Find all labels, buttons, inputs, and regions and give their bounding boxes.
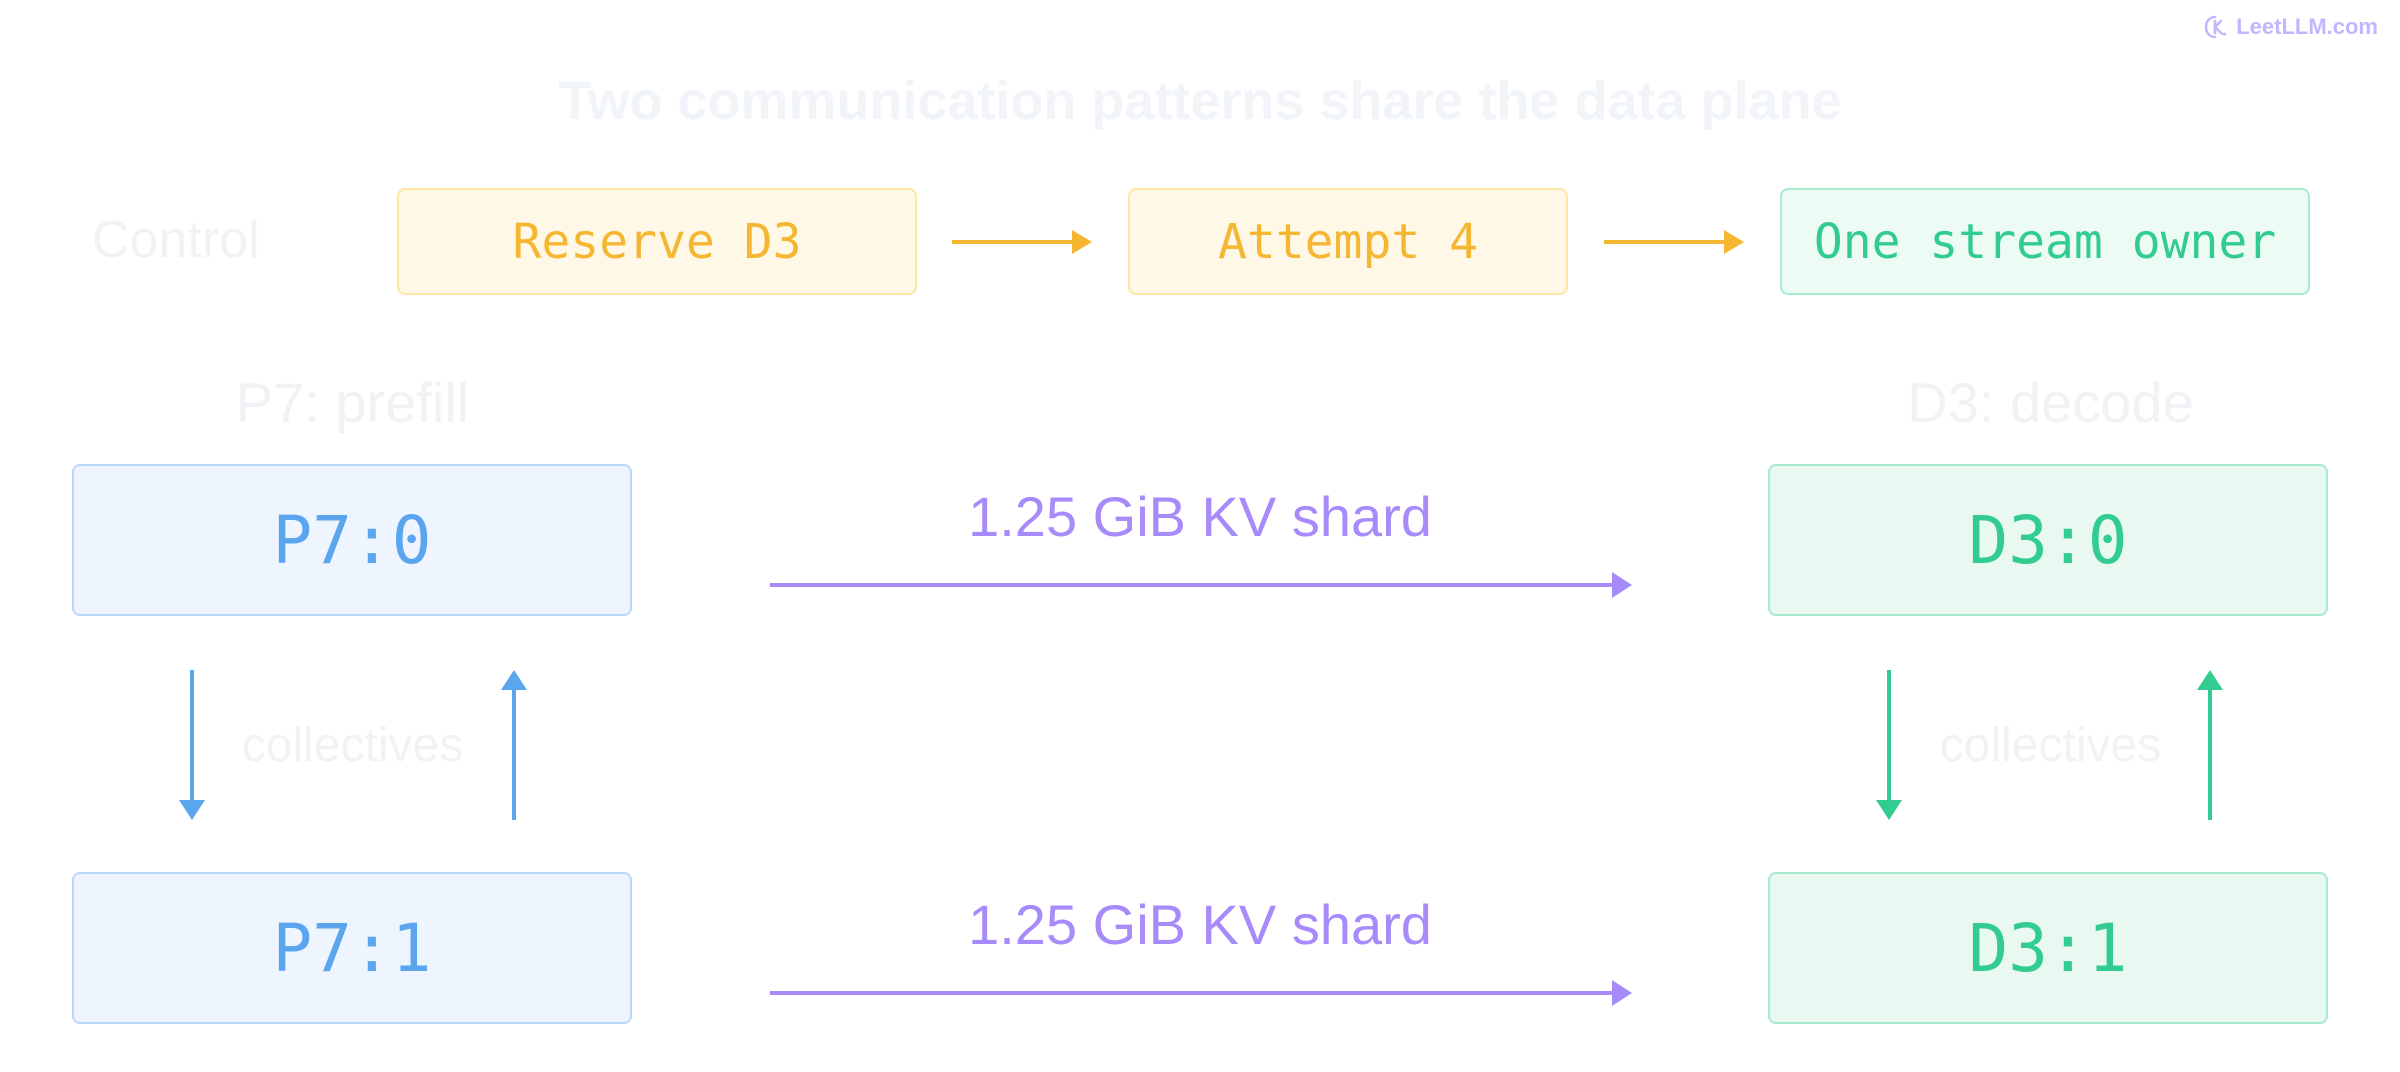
prefill-collective-down-arrow (179, 670, 205, 820)
prefill-node-0: P7:0 (72, 464, 632, 616)
prefill-collective-up-arrow (501, 670, 527, 820)
decode-collective-up-arrow (2197, 670, 2223, 820)
prefill-collectives-label: collectives (241, 719, 464, 772)
diagram-title: Two communication patterns share the dat… (558, 71, 1842, 131)
leetllm-logo-icon (2204, 15, 2227, 39)
decode-node-1: D3:1 (1768, 872, 2328, 1024)
prefill-group-label: P7: prefill (235, 371, 470, 434)
transfer-arrow-0 (770, 572, 1632, 598)
prefill-node-1: P7:1 (72, 872, 632, 1024)
watermark-text: LeetLLM.com (2236, 14, 2378, 39)
control-lane-label: Control (92, 211, 260, 269)
control-arrow-1 (952, 230, 1092, 254)
transfer-label-0: 1.25 GiB KV shard (968, 485, 1432, 548)
control-arrow-2 (1604, 230, 1744, 254)
transfer-label-1: 1.25 GiB KV shard (968, 893, 1432, 956)
control-step-attempt: Attempt 4 (1128, 188, 1568, 295)
watermark: LeetLLM.com (2202, 14, 2378, 40)
control-step-owner: One stream owner (1780, 188, 2310, 295)
decode-group-label: D3: decode (1907, 371, 2194, 434)
decode-collective-down-arrow (1876, 670, 1902, 820)
control-step-reserve: Reserve D3 (397, 188, 917, 295)
decode-node-0: D3:0 (1768, 464, 2328, 616)
decode-collectives-label: collectives (1939, 719, 2162, 772)
transfer-arrow-1 (770, 980, 1632, 1006)
